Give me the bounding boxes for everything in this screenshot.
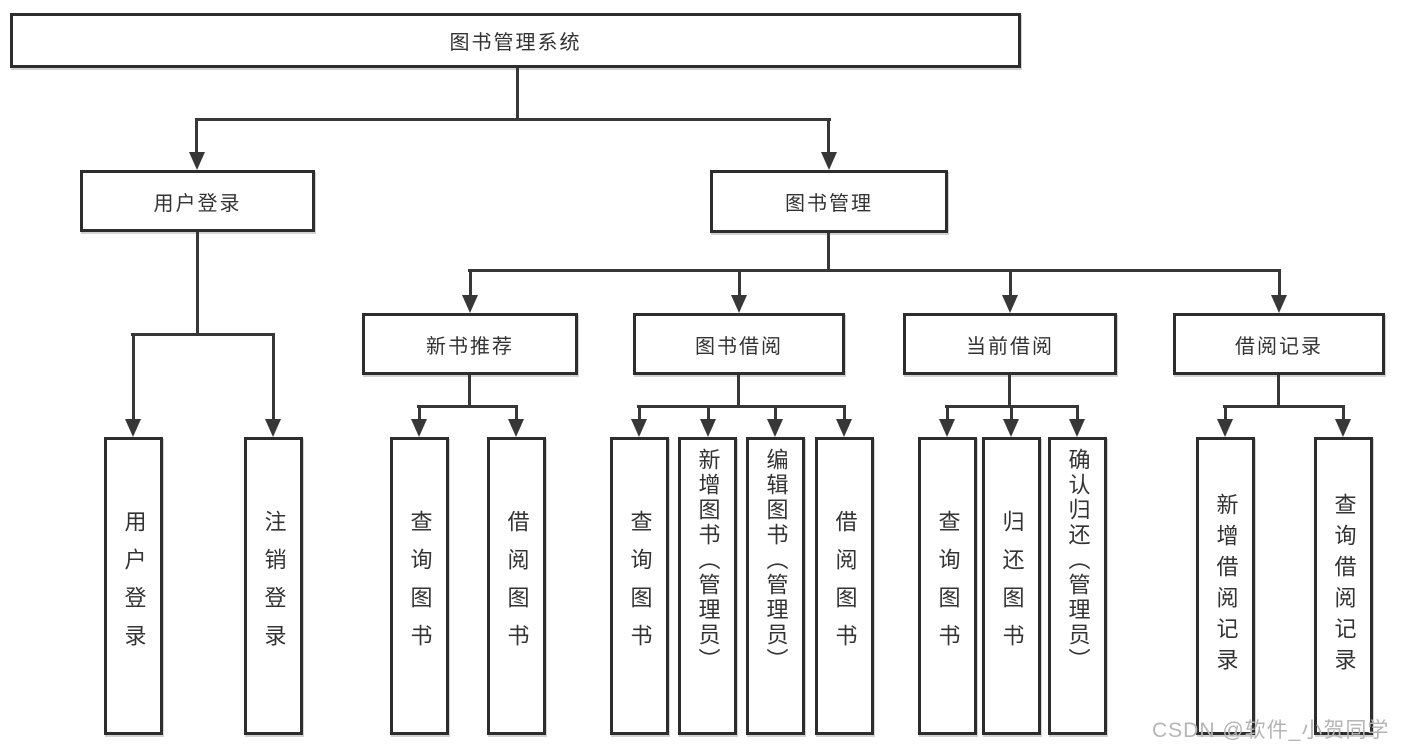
arrow-book-management xyxy=(821,152,837,170)
node-book-management: 图书管理 xyxy=(710,170,948,233)
connector-drop-br-add xyxy=(1224,408,1227,419)
leaf-logout-label: 注销登录 xyxy=(261,510,287,662)
arrow-cb-return xyxy=(1003,419,1019,437)
node-user-login: 用户登录 xyxy=(80,170,315,232)
leaf-query-books-current-label: 查询图书 xyxy=(935,510,961,662)
connector-root-stem xyxy=(516,68,519,121)
connector-current-borrow-bar xyxy=(945,405,1079,408)
leaf-query-borrow-record: 查询借阅记录 xyxy=(1314,437,1373,735)
leaf-edit-book-admin: 编辑图书（管理员） xyxy=(746,437,805,735)
node-current-borrow-label: 当前借阅 xyxy=(966,335,1054,358)
node-book-borrow-label: 图书借阅 xyxy=(695,335,783,358)
leaf-borrow-books-recommend: 借阅图书 xyxy=(487,437,546,735)
arrow-br-query xyxy=(1335,419,1351,437)
arrow-nb-query xyxy=(411,419,427,437)
connector-drop-bb-query xyxy=(638,408,641,419)
connector-drop-leaf-login xyxy=(132,336,135,419)
arrow-nb-borrow xyxy=(508,419,524,437)
connector-drop-book-management xyxy=(827,121,830,153)
node-book-management-label: 图书管理 xyxy=(785,193,873,215)
arrow-cb-query xyxy=(939,419,955,437)
connector-drop-cb-return xyxy=(1010,408,1013,419)
connector-borrow-records-stem xyxy=(1277,375,1280,408)
connector-drop-nb-borrow xyxy=(515,408,518,419)
connector-drop-nb-query xyxy=(418,408,421,419)
leaf-query-books-recommend-label: 查询图书 xyxy=(407,510,433,662)
node-root: 图书管理系统 xyxy=(10,13,1021,68)
leaf-borrow-books-recommend-label: 借阅图书 xyxy=(504,510,530,662)
leaf-return-books-label: 归还图书 xyxy=(999,510,1025,662)
connector-user-login-stem xyxy=(196,232,199,336)
node-book-borrow: 图书借阅 xyxy=(633,313,845,375)
connector-drop-leaf-logout xyxy=(272,336,275,419)
connector-drop-current-borrow xyxy=(1009,272,1012,295)
arrow-book-borrow xyxy=(731,295,747,313)
connector-new-book-bar xyxy=(417,405,518,408)
arrow-bb-borrow xyxy=(836,419,852,437)
leaf-add-book-admin: 新增图书（管理员） xyxy=(678,437,737,735)
arrow-leaf-logout xyxy=(265,419,281,437)
node-user-login-label: 用户登录 xyxy=(153,192,242,215)
leaf-borrow-books-label: 借阅图书 xyxy=(832,510,858,662)
arrow-leaf-login xyxy=(125,419,141,437)
node-new-book-recommend-label: 新书推荐 xyxy=(426,335,514,358)
connector-level3-bar xyxy=(468,269,1281,272)
connector-drop-user-login xyxy=(195,121,198,153)
node-borrow-records: 借阅记录 xyxy=(1173,313,1385,375)
node-current-borrow: 当前借阅 xyxy=(903,313,1117,375)
leaf-logout: 注销登录 xyxy=(244,437,303,735)
arrow-cb-confirm xyxy=(1069,419,1085,437)
connector-drop-new-book xyxy=(469,272,472,295)
leaf-user-login-label: 用户登录 xyxy=(121,510,147,662)
arrow-new-book xyxy=(462,295,478,313)
connector-book-borrow-bar xyxy=(637,405,846,408)
connector-current-borrow-stem xyxy=(1008,375,1011,408)
connector-book-borrow-stem xyxy=(737,375,740,408)
leaf-edit-book-admin-label: 编辑图书（管理员） xyxy=(763,448,789,673)
leaf-query-borrow-record-label: 查询借阅记录 xyxy=(1331,493,1357,679)
leaf-add-borrow-record-label: 新增借阅记录 xyxy=(1213,493,1239,679)
leaf-add-book-admin-label: 新增图书（管理员） xyxy=(695,448,721,673)
arrow-user-login xyxy=(189,152,205,170)
leaf-add-borrow-record: 新增借阅记录 xyxy=(1196,437,1255,735)
arrow-bb-add xyxy=(700,419,716,437)
leaf-query-books-borrow: 查询图书 xyxy=(610,437,669,735)
connector-drop-bb-borrow xyxy=(843,408,846,419)
connector-user-login-bar xyxy=(131,333,275,336)
connector-drop-bb-add xyxy=(707,408,710,419)
connector-drop-bb-edit xyxy=(774,408,777,419)
connector-drop-br-query xyxy=(1342,408,1345,419)
connector-drop-cb-query xyxy=(946,408,949,419)
leaf-return-books: 归还图书 xyxy=(982,437,1041,735)
node-root-label: 图书管理系统 xyxy=(449,32,582,54)
connector-drop-borrow-records xyxy=(1278,272,1281,295)
connector-level2-bar xyxy=(195,118,831,121)
leaf-borrow-books: 借阅图书 xyxy=(815,437,874,735)
leaf-confirm-return-admin: 确认归还（管理员） xyxy=(1048,437,1107,735)
leaf-query-books-borrow-label: 查询图书 xyxy=(627,510,653,662)
arrow-br-add xyxy=(1217,419,1233,437)
leaf-query-books-current: 查询图书 xyxy=(918,437,977,735)
csdn-watermark: CSDN @软件_小贺同学 xyxy=(1152,719,1390,742)
arrow-bb-query xyxy=(631,419,647,437)
leaf-query-books-recommend: 查询图书 xyxy=(390,437,449,735)
leaf-confirm-return-admin-label: 确认归还（管理员） xyxy=(1065,448,1091,673)
connector-new-book-stem xyxy=(468,375,471,408)
leaf-user-login: 用户登录 xyxy=(104,437,163,735)
arrow-borrow-records xyxy=(1271,295,1287,313)
connector-drop-cb-confirm xyxy=(1076,408,1079,419)
connector-book-management-stem xyxy=(827,233,830,272)
connector-drop-book-borrow xyxy=(738,272,741,295)
node-borrow-records-label: 借阅记录 xyxy=(1235,335,1323,358)
connector-borrow-records-bar xyxy=(1223,405,1345,408)
node-new-book-recommend: 新书推荐 xyxy=(362,313,578,375)
arrow-current-borrow xyxy=(1002,295,1018,313)
arrow-bb-edit xyxy=(767,419,783,437)
